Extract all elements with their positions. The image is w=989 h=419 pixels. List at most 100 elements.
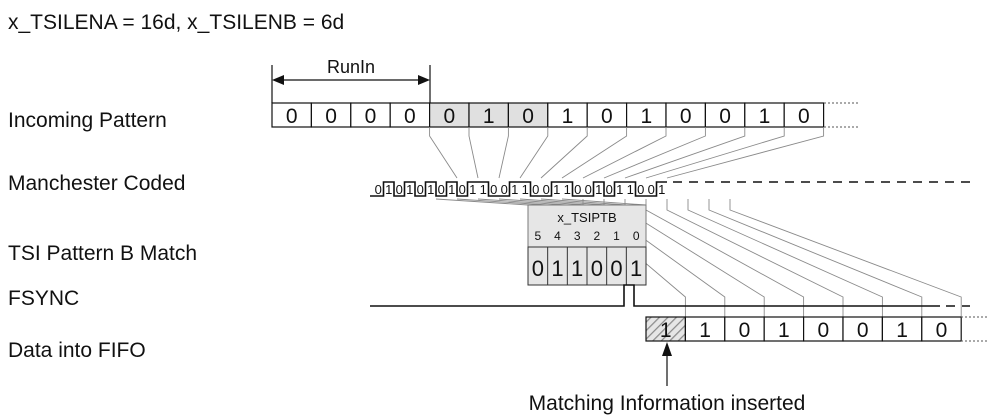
connector-line bbox=[666, 199, 844, 317]
incoming-bit: 0 bbox=[404, 105, 416, 128]
fifo-bit: 0 bbox=[857, 319, 869, 342]
incoming-bit: 0 bbox=[286, 105, 298, 128]
incoming-bit-cell bbox=[665, 102, 707, 128]
incoming-bit-cell bbox=[783, 102, 825, 128]
manchester-bit-label: 0 bbox=[501, 182, 508, 197]
incoming-bit: 0 bbox=[522, 105, 534, 128]
fifo-bit: 1 bbox=[896, 319, 908, 342]
connector-line bbox=[624, 127, 746, 179]
label-data-into-fifo: Data into FIFO bbox=[8, 339, 146, 362]
connector-line bbox=[435, 198, 529, 206]
connector-line bbox=[540, 198, 627, 206]
incoming-bit: 0 bbox=[443, 105, 455, 128]
tsi-bit: 0 bbox=[610, 256, 622, 281]
connector-line bbox=[519, 127, 549, 179]
manchester-bit-label: 0 bbox=[606, 182, 613, 197]
fifo-row: 1 1 0 1 0 0 1 0 bbox=[645, 316, 962, 342]
incoming-bit: 0 bbox=[601, 105, 613, 128]
connector-line bbox=[603, 127, 706, 179]
fifo-bit: 0 bbox=[817, 319, 829, 342]
connector-line bbox=[519, 198, 607, 206]
manchester-bit-label: 1 bbox=[427, 182, 434, 197]
label-incoming-pattern: Incoming Pattern bbox=[8, 109, 167, 132]
arrow-right-icon bbox=[418, 75, 430, 85]
incoming-bit: 0 bbox=[325, 105, 337, 128]
connector-lines bbox=[429, 127, 962, 317]
manchester-bit-label: 1 bbox=[595, 182, 602, 197]
label-fsync: FSYNC bbox=[8, 287, 79, 310]
tsi-bit: 0 bbox=[591, 256, 603, 281]
runin-label: RunIn bbox=[327, 57, 375, 77]
fifo-bit: 1 bbox=[699, 319, 711, 342]
tsi-index: 5 bbox=[534, 229, 541, 243]
tsi-index: 3 bbox=[574, 229, 581, 243]
incoming-bit: 1 bbox=[562, 105, 574, 128]
connector-line bbox=[498, 127, 509, 179]
connector-line bbox=[708, 199, 923, 317]
incoming-bit: 1 bbox=[483, 105, 495, 128]
fifo-bit: 0 bbox=[936, 319, 948, 342]
incoming-bit: 1 bbox=[759, 105, 771, 128]
tsi-bit: 1 bbox=[571, 256, 583, 281]
fifo-bit-cell bbox=[763, 316, 805, 342]
connector-line bbox=[429, 127, 458, 179]
fifo-bit-cell bbox=[802, 316, 844, 342]
manchester-bit-label: 1 bbox=[385, 182, 392, 197]
incoming-bit: 0 bbox=[719, 105, 731, 128]
annotation-arrow bbox=[662, 342, 672, 386]
manchester-bit-label: 1 bbox=[522, 182, 529, 197]
tsi-bit: 0 bbox=[532, 256, 544, 281]
incoming-trailing-dots bbox=[824, 102, 860, 128]
manchester-bit-label: 1 bbox=[511, 182, 518, 197]
tsi-bit: 1 bbox=[630, 256, 642, 281]
fifo-bit: 1 bbox=[778, 319, 790, 342]
manchester-bit-label: 1 bbox=[469, 182, 476, 197]
header-text: x_TSILENA = 16d, x_TSILENB = 6d bbox=[8, 11, 344, 34]
connector-line bbox=[468, 127, 479, 179]
manchester-bit-label: 0 bbox=[574, 182, 581, 197]
manchester-bit-label: 0 bbox=[637, 182, 644, 197]
tsi-index: 0 bbox=[633, 229, 640, 243]
fifo-bit-cell bbox=[921, 316, 962, 342]
manchester-bit-label: 1 bbox=[564, 182, 571, 197]
connector-line bbox=[498, 198, 588, 206]
fifo-bit: 0 bbox=[739, 319, 751, 342]
incoming-bit: 0 bbox=[798, 105, 810, 128]
manchester-bit-label: 0 bbox=[585, 182, 592, 197]
label-tsi-pattern-b-match: TSI Pattern B Match bbox=[8, 242, 197, 265]
fsync-signal bbox=[370, 284, 970, 307]
manchester-bit-label: 0 bbox=[490, 182, 497, 197]
incoming-bit: 0 bbox=[680, 105, 692, 128]
manchester-bit-label: 0 bbox=[532, 182, 539, 197]
annotation-text: Matching Information inserted bbox=[529, 392, 806, 415]
manchester-bit-label: 0 bbox=[438, 182, 445, 197]
manchester-bit-label: 0 bbox=[375, 182, 382, 197]
incoming-bit-cell bbox=[744, 102, 785, 128]
connector-line bbox=[582, 127, 667, 179]
runin-dimension bbox=[271, 65, 431, 103]
manchester-bit-label: 1 bbox=[627, 182, 634, 197]
connector-line bbox=[645, 127, 785, 179]
manchester-bit-label: 0 bbox=[396, 182, 403, 197]
manchester-bit-label: 0 bbox=[543, 182, 550, 197]
incoming-bit-cell bbox=[507, 102, 549, 128]
connector-line bbox=[687, 199, 883, 317]
fifo-bit-cell bbox=[645, 316, 687, 342]
manchester-bit-label: 1 bbox=[658, 182, 665, 197]
connector-line bbox=[477, 198, 568, 206]
manchester-bit-label: 0 bbox=[648, 182, 655, 197]
incoming-bit: 1 bbox=[640, 105, 652, 128]
connector-line bbox=[729, 199, 962, 317]
incoming-bit-cell bbox=[429, 102, 470, 128]
manchester-bit-label: 0 bbox=[417, 182, 424, 197]
arrow-up-icon bbox=[662, 342, 672, 356]
manchester-bit-label: 1 bbox=[553, 182, 560, 197]
tsi-index: 4 bbox=[554, 229, 561, 243]
fifo-bit: 1 bbox=[660, 319, 672, 342]
manchester-bit-label: 1 bbox=[480, 182, 487, 197]
tsi-index: 1 bbox=[613, 229, 620, 243]
